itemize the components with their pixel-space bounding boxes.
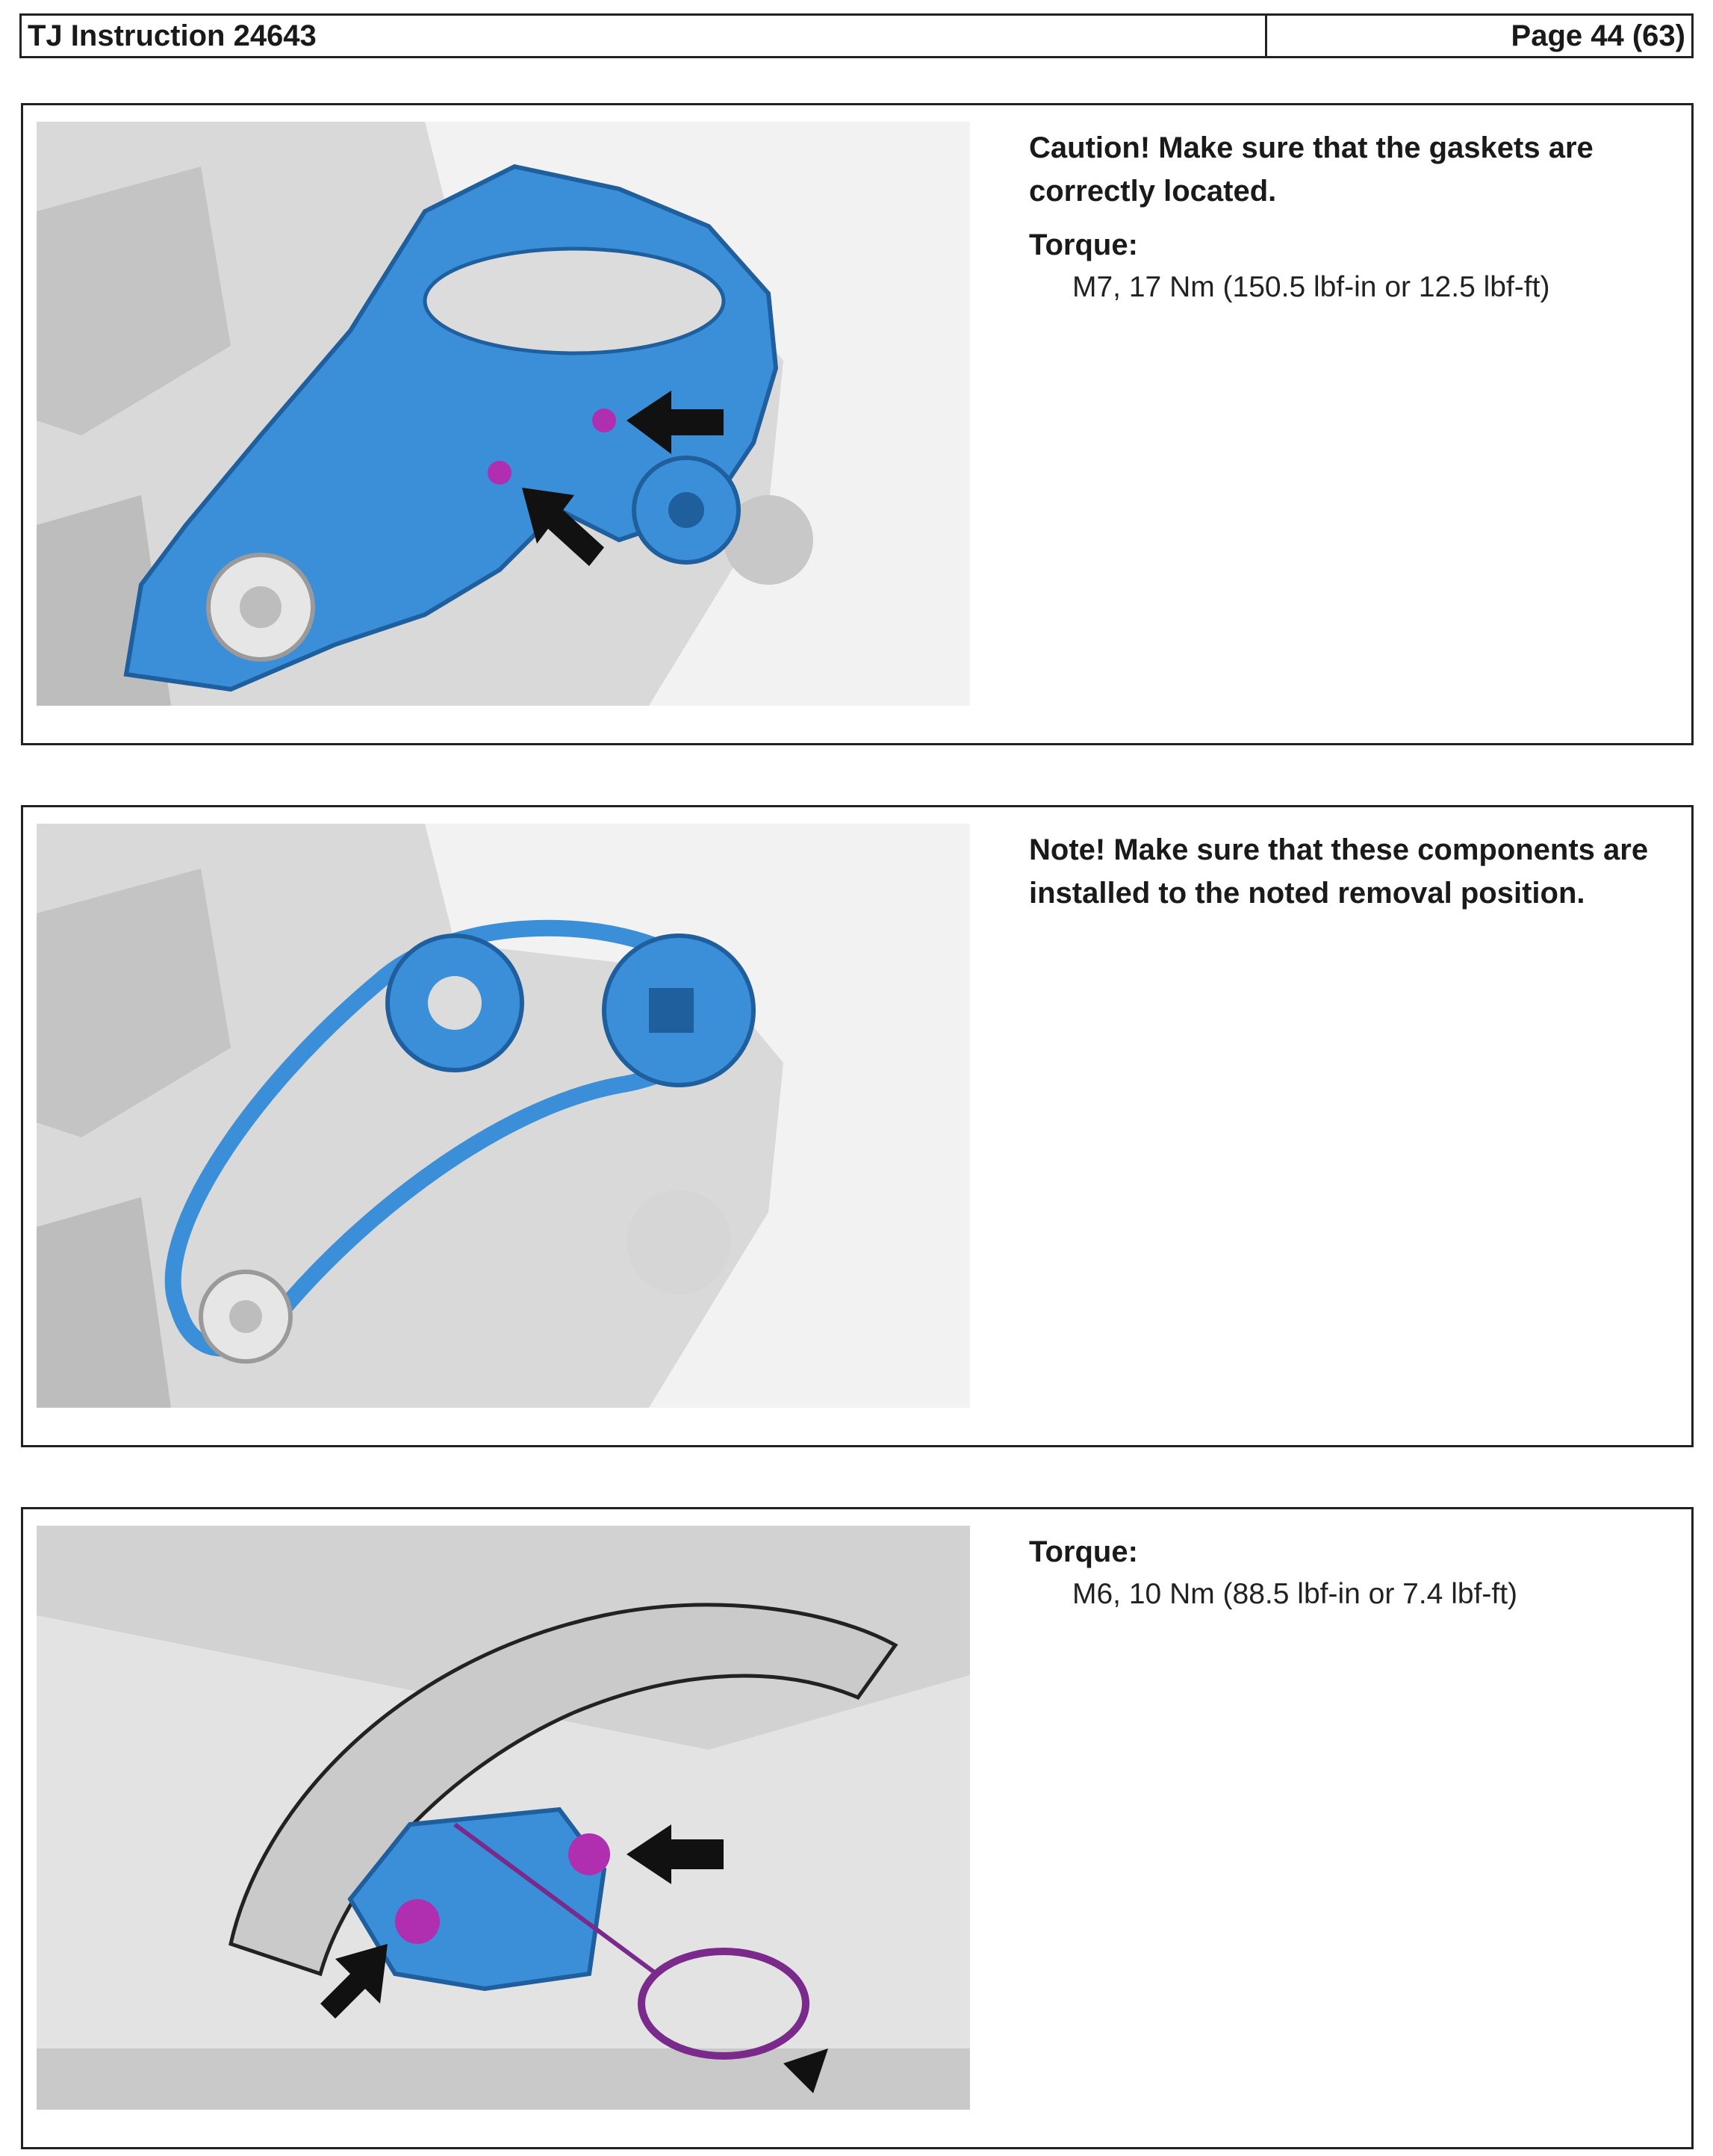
step-2-text: Note! Make sure that these components ar…	[1029, 828, 1679, 915]
document-title: TJ Instruction 24643	[22, 16, 1267, 56]
page-header: TJ Instruction 24643 Page 44 (63)	[19, 13, 1694, 58]
timing-chain-installation-illustration	[37, 824, 970, 1408]
note-text: Note! Make sure that these components ar…	[1029, 833, 1649, 910]
step-3-text: Torque: M6, 10 Nm (88.5 lbf-in or 7.4 lb…	[1029, 1530, 1679, 1615]
torque-value: M6, 10 Nm (88.5 lbf-in or 7.4 lbf-ft)	[1072, 1578, 1518, 1610]
instruction-step-2: Note! Make sure that these components ar…	[21, 805, 1694, 1447]
torque-label: Torque:	[1029, 229, 1138, 261]
torque-value: M7, 17 Nm (150.5 lbf-in or 12.5 lbf-ft)	[1072, 271, 1550, 303]
chain-tensioner-installation-illustration	[37, 1526, 970, 2110]
instruction-step-3: Torque: M6, 10 Nm (88.5 lbf-in or 7.4 lb…	[21, 1507, 1694, 2149]
torque-label: Torque:	[1029, 1535, 1138, 1568]
step-1-text: Caution! Make sure that the gaskets are …	[1029, 126, 1679, 308]
timing-cover-installation-illustration	[37, 122, 970, 706]
instruction-step-1: Caution! Make sure that the gaskets are …	[21, 103, 1694, 745]
page-number: Page 44 (63)	[1511, 19, 1685, 52]
caution-text: Caution! Make sure that the gaskets are …	[1029, 131, 1594, 208]
